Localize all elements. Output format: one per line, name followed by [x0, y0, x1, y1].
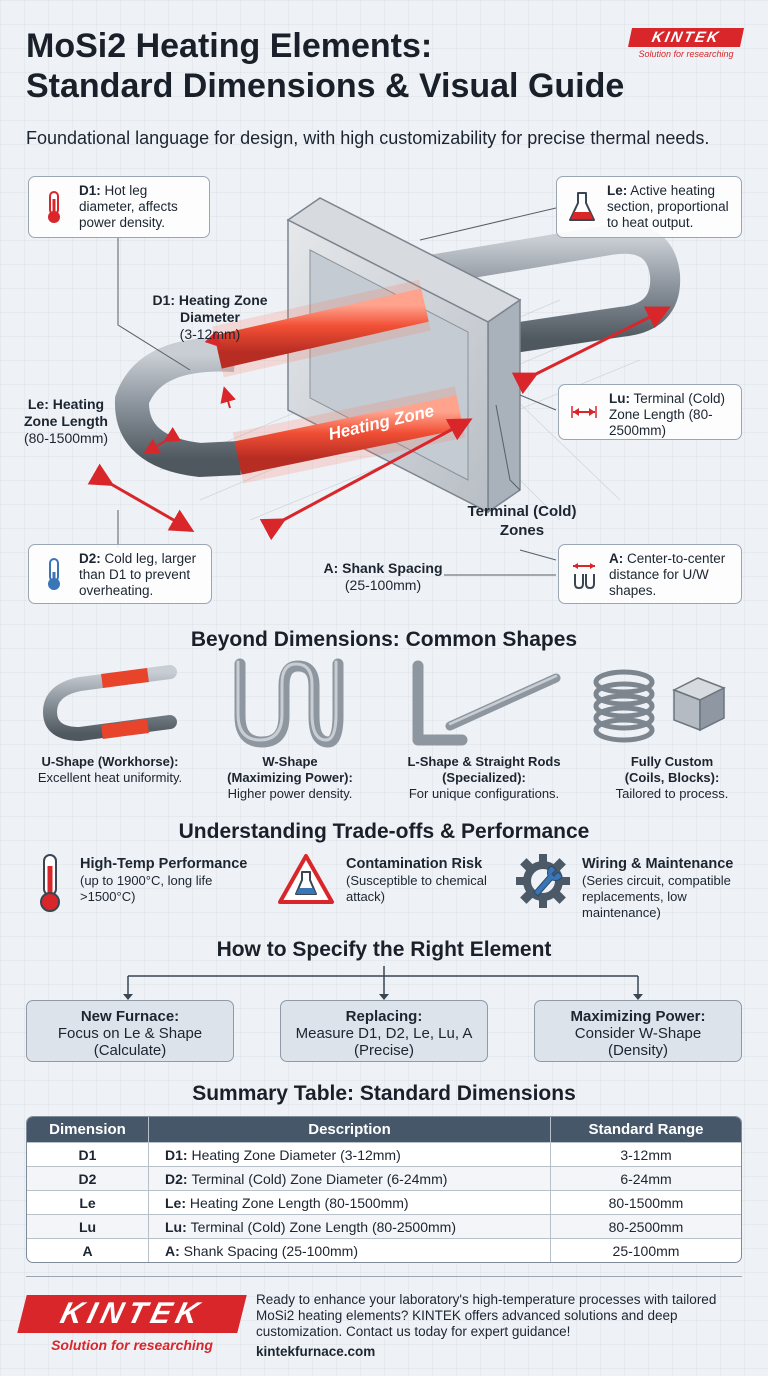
kintek-logo-large: KINTEK Solution for researching: [17, 1295, 247, 1359]
footer-cta-text: Ready to enhance your laboratory's high-…: [256, 1292, 717, 1339]
l-shape-and-rod-icon: [412, 660, 561, 746]
callout-lu: Lu: Terminal (Cold) Zone Length (80-2500…: [558, 384, 742, 440]
table-row: D2 D2: Terminal (Cold) Zone Diameter (6-…: [27, 1166, 741, 1190]
title-line-2: Standard Dimensions & Visual Guide: [26, 67, 625, 105]
callout-le: Le: Active heating section, proportional…: [556, 176, 742, 238]
table-section-title: Summary Table: Standard Dimensions: [192, 1082, 576, 1105]
logo-tagline-large: Solution for researching: [51, 1337, 213, 1353]
a-spacing-arrow: [87, 463, 195, 532]
tradeoffs-section-title: Understanding Trade-offs & Performance: [178, 820, 590, 843]
shape-w: W-Shape (Maximizing Power): Higher power…: [227, 754, 353, 801]
table-row: Lu Lu: Terminal (Cold) Zone Length (80-2…: [27, 1214, 741, 1238]
shapes-section-title: Beyond Dimensions: Common Shapes: [190, 628, 578, 651]
d1-diagram-label: D1: Heating Zone Diameter (3-12mm): [152, 292, 268, 342]
specify-section-title: How to Specify the Right Element: [216, 938, 552, 961]
tradeoff-contamination: Contamination Risk (Susceptible to chemi…: [346, 856, 487, 904]
shape-u: U-Shape (Workhorse): Excellent heat unif…: [37, 754, 183, 785]
table-row: Le Le: Heating Zone Length (80-1500mm) 8…: [27, 1190, 741, 1214]
table-row: A A: Shank Spacing (25-100mm) 25-100mm: [27, 1238, 741, 1262]
footer-divider: [26, 1276, 742, 1277]
thermometer-hot-icon: [48, 191, 60, 223]
kintek-logo-small: KINTEK Solution for researching: [627, 28, 745, 62]
table-header-dimension: Dimension: [27, 1117, 149, 1142]
page-subtitle: Foundational language for design, with h…: [26, 128, 710, 148]
coil-and-block-icon: [593, 669, 726, 743]
thermometer-icon: [40, 854, 60, 912]
a-diagram-label: A: Shank Spacing (25-100mm): [323, 560, 443, 593]
d1-arrow-bottom: [220, 386, 236, 409]
double-arrow-icon: [571, 406, 597, 418]
callout-d1: D1: Hot leg diameter, affects power dens…: [28, 176, 210, 238]
page-title: MoSi2 Heating Elements: Standard Dimensi…: [26, 26, 626, 106]
spacing-icon: [573, 563, 595, 590]
warning-flask-icon: [278, 854, 334, 904]
le-arrow-short: [143, 427, 181, 455]
website-link[interactable]: kintekfurnace.com: [256, 1344, 376, 1359]
callout-d2: D2: Cold leg, larger than D1 to prevent …: [28, 544, 212, 604]
table-row: D1 D1: Heating Zone Diameter (3-12mm) 3-…: [27, 1142, 741, 1166]
table-header-description: Description: [149, 1117, 551, 1142]
callout-a: A: Center-to-center distance for U/W sha…: [558, 544, 742, 604]
u-shape-icon: [42, 665, 177, 742]
d1-arrow-top: [204, 330, 222, 348]
shape-l-straight: L-Shape & Straight Rods (Specialized): F…: [407, 754, 561, 801]
le-diagram-label: Le: Heating Zone Length (80-1500mm): [23, 396, 109, 446]
shape-custom: Fully Custom (Coils, Blocks): Tailored t…: [615, 754, 729, 801]
summary-table: Dimension Description Standard Range D1 …: [26, 1116, 742, 1263]
tradeoff-high-temp: High-Temp Performance (up to 1900°C, lon…: [80, 856, 248, 904]
specify-flow-connector: [123, 966, 643, 1000]
w-shape-icon: [234, 658, 344, 748]
u-shape-element-diagram: Heating Zone: [87, 197, 681, 576]
flask-icon: [569, 192, 595, 221]
spec-replacing: Replacing: Measure D1, D2, Le, Lu, A (Pr…: [280, 1000, 488, 1062]
logo-wordmark: KINTEK: [627, 28, 745, 47]
terminal-zones-label: Terminal (Cold) Zones: [467, 503, 577, 539]
lu-length-arrow: [511, 306, 671, 395]
table-header-range: Standard Range: [588, 1121, 704, 1138]
le-length-arrow: [259, 418, 473, 541]
title-line-1: MoSi2 Heating Elements:: [26, 27, 433, 65]
spec-maximizing-power: Maximizing Power: Consider W-Shape (Dens…: [534, 1000, 742, 1062]
logo-wordmark-large: KINTEK: [17, 1295, 247, 1333]
table-header-row: Dimension Description Standard Range: [27, 1117, 741, 1142]
logo-tagline: Solution for researching: [638, 49, 734, 59]
thermometer-cold-icon: [48, 558, 60, 590]
leader-lines: [117, 207, 557, 576]
gear-wrench-icon: [516, 854, 570, 908]
heating-leg-upper: [214, 288, 429, 369]
tradeoff-wiring: Wiring & Maintenance (Series circuit, co…: [582, 856, 734, 920]
spec-new-furnace: New Furnace: Focus on Le & Shape (Calcul…: [26, 1000, 234, 1062]
